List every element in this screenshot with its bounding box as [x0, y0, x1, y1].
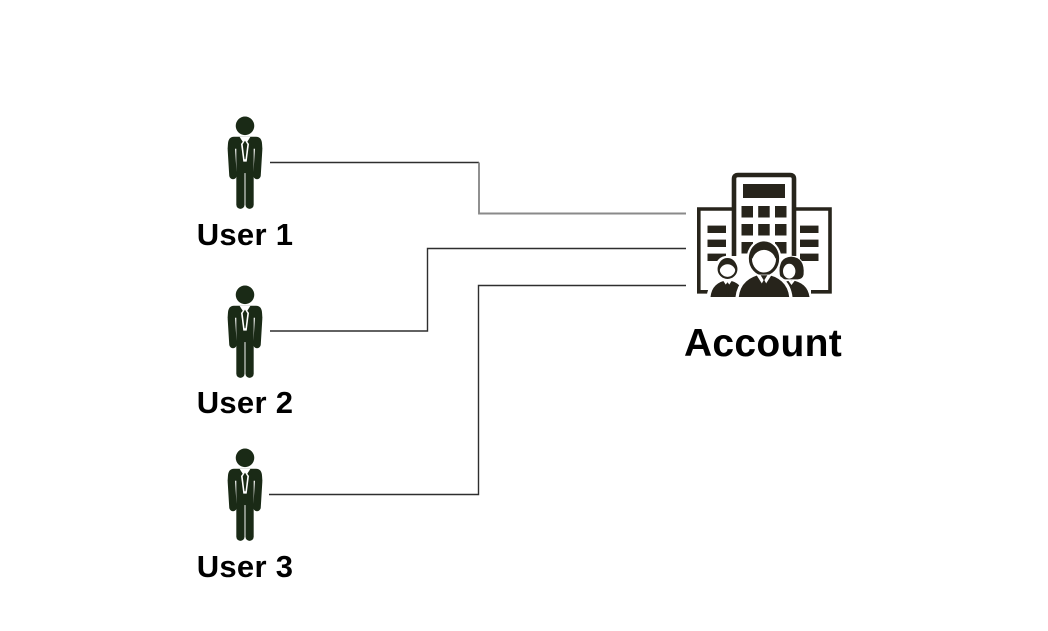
- user-2-person-icon: [227, 285, 263, 378]
- account-node: [693, 166, 833, 302]
- user-3-person-icon: [227, 448, 263, 541]
- user-2-label: User 2: [196, 385, 294, 420]
- user-1-person-icon: [227, 116, 263, 209]
- connector-user1-account-segment2: [478, 162, 686, 215]
- user-1-label: User 1: [196, 217, 294, 252]
- user-node-1: [224, 116, 266, 212]
- connector-user2-account: [270, 247, 686, 332]
- user-node-2: [224, 285, 266, 381]
- account-building-icon: [697, 172, 832, 297]
- wing-window-bars: [707, 225, 819, 261]
- user-3-label: User 3: [196, 549, 294, 584]
- user-node-3: [224, 448, 266, 544]
- team-member-center: [735, 239, 793, 297]
- connector-user3-account: [269, 284, 686, 496]
- account-label: Account: [683, 322, 843, 365]
